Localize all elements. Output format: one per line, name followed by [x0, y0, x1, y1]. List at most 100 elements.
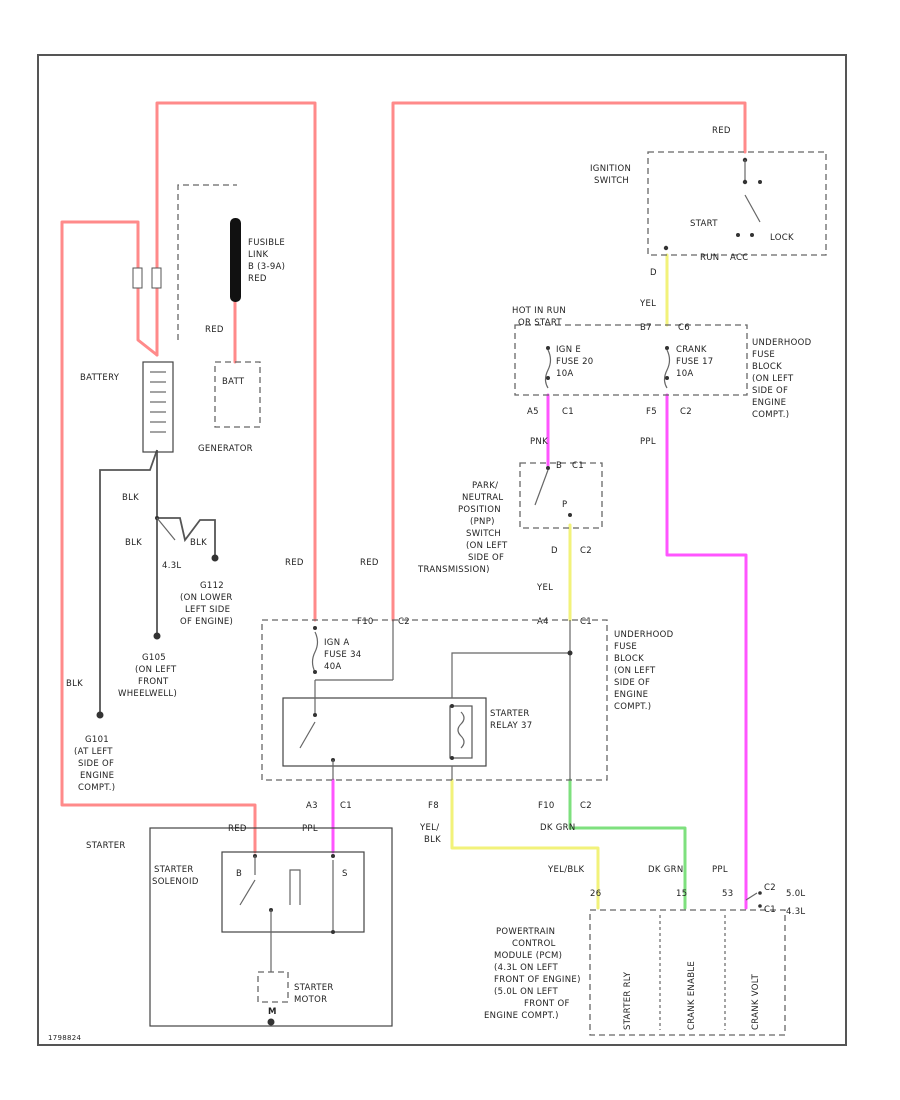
g101-label-5: COMPT.): [78, 783, 115, 793]
ignition-acc-label: ACC: [730, 253, 748, 263]
fuse-top-label-3: BLOCK: [752, 362, 782, 372]
starter-label: STARTER: [86, 841, 126, 851]
wire-label-pnk: PNK: [530, 437, 548, 447]
ignition-lock-label: LOCK: [770, 233, 794, 243]
pnp-label-5: SWITCH: [466, 529, 501, 539]
pcm-pin-2: 15: [676, 889, 687, 899]
fuse-top-conn-c2: C2: [680, 407, 692, 417]
starter-box: [149, 827, 393, 1027]
starter-solenoid-box: [221, 851, 365, 933]
battery-box: [142, 361, 174, 453]
starter-solenoid-symbol: [239, 854, 335, 935]
starter-relay-box: [282, 697, 487, 767]
g105-label-2: (ON LEFT: [135, 665, 177, 675]
pnp-label-4: (PNP): [470, 517, 495, 527]
pcm-label-1: POWERTRAIN: [496, 927, 555, 937]
fuse-bottom-pin-a3: A3: [306, 801, 318, 811]
ign-e-fuse-label-1: IGN E: [556, 345, 581, 355]
ignition-switch-symbol: [663, 157, 762, 251]
pnp-label-8: TRANSMISSION): [417, 565, 490, 575]
pcm-engine-5-0l: 5.0L: [786, 889, 805, 899]
crank-fuse-label-2: FUSE 17: [676, 357, 714, 367]
pcm-wire-label-3: PPL: [712, 865, 728, 875]
fuse-bottom-label-3: BLOCK: [614, 654, 644, 664]
battery-cable-clamps: [132, 267, 162, 289]
fuse-bottom-label-1: UNDERHOOD: [614, 630, 674, 640]
wire-label-red-right: RED: [360, 558, 379, 568]
diagram-reference-code: 1798824: [48, 1034, 82, 1042]
ground-g105-icon: [153, 632, 161, 640]
wire-black-battery-to-ground-g101: [99, 449, 158, 715]
pcm-label-2: CONTROL: [512, 939, 556, 949]
g101-label-1: G101: [85, 735, 109, 745]
generator-batt-label: BATT: [222, 377, 245, 387]
wire-purple-crank-fuse-to-pcm: [665, 393, 748, 910]
ground-engine-note: 4.3L: [162, 561, 181, 571]
pcm-label-7: FRONT OF: [524, 999, 570, 1009]
ignition-start-label: START: [690, 219, 718, 229]
starter-solenoid-label-2: SOLENOID: [152, 877, 199, 887]
fuse-bottom-label-2: FUSE: [614, 642, 637, 652]
relay-splice-dot: [567, 650, 573, 656]
ign-a-fuse-symbol: [311, 626, 319, 674]
starter-motor-symbol: M: [268, 1007, 277, 1017]
g105-label-1: G105: [142, 653, 166, 663]
ignition-switch-label-1: IGNITION: [590, 164, 631, 174]
ign-e-fuse-label-2: FUSE 20: [556, 357, 594, 367]
fuse-top-conn-c1: C1: [562, 407, 574, 417]
g112-label-3: LEFT SIDE: [185, 605, 230, 615]
battery-terminal-housing: [177, 184, 237, 340]
fuse-bottom-conn-c1: C1: [580, 617, 592, 627]
wire-green-relay-to-pcm: [568, 778, 687, 910]
wire-label-starter-ppl: PPL: [302, 824, 318, 834]
pnp-label-3: POSITION: [458, 505, 501, 515]
fuse-top-pin-b7: B7: [640, 323, 652, 333]
wire-label-fusible-red: RED: [205, 325, 224, 335]
fuse-bottom-label-4: (ON LEFT: [614, 666, 656, 676]
wire-label-yel-blk-2: BLK: [424, 835, 441, 845]
battery-cells: [150, 371, 166, 433]
pnp-park-label: P: [562, 500, 567, 510]
pnp-conn-top: C1: [572, 461, 584, 471]
pcm-col-crank-enable: CRANK ENABLE: [687, 961, 697, 1030]
hot-in-run-label-2: OR START: [518, 318, 562, 328]
pcm-label-3: MODULE (PCM): [494, 951, 562, 961]
g112-label-1: G112: [200, 581, 224, 591]
fusible-link-label-4: RED: [248, 274, 267, 284]
fuse-bottom-label-5: SIDE OF: [614, 678, 650, 688]
starter-relay-contact: [299, 680, 335, 780]
wire-label-blk-3: BLK: [190, 538, 207, 548]
ign-e-fuse-symbol: [544, 346, 552, 389]
wire-red-battery-to-fuse-block: [155, 101, 317, 622]
crank-fuse-symbol: [663, 346, 671, 389]
pnp-switch-box: [519, 462, 603, 529]
starter-relay-coil: [449, 704, 473, 760]
fuse-block-top-box: [514, 324, 748, 396]
wire-label-dk-grn: DK GRN: [540, 823, 575, 833]
wire-label-ign-yel: YEL: [639, 299, 656, 309]
ign-a-fuse-label-2: FUSE 34: [324, 650, 362, 660]
starter-term-b: B: [236, 869, 242, 879]
pnp-label-7: SIDE OF: [468, 553, 504, 563]
starter-motor-label-1: STARTER: [294, 983, 334, 993]
diagram-frame: [37, 54, 847, 1046]
ign-e-fuse-label-3: 10A: [556, 369, 574, 379]
pnp-switch-symbol: [534, 466, 572, 517]
battery-label: BATTERY: [80, 373, 120, 383]
ignition-run-label: RUN: [700, 253, 719, 263]
g105-label-3: FRONT: [138, 677, 169, 687]
starter-motor-ground-icon: [267, 1018, 275, 1026]
wire-yellow-black-relay-to-pcm: [450, 778, 600, 910]
wire-label-blk-1: BLK: [122, 493, 139, 503]
fuse-bottom-label-7: COMPT.): [614, 702, 651, 712]
pnp-label-1: PARK/: [472, 481, 498, 491]
pcm-label-4: (4.3L ON LEFT: [494, 963, 558, 973]
fuse-top-label-2: FUSE: [752, 350, 775, 360]
fuse-bottom-pin-f10-b: F10: [538, 801, 555, 811]
wire-label-yel-pnp: YEL: [536, 583, 553, 593]
fuse-top-label-6: ENGINE: [752, 398, 786, 408]
g101-label-4: ENGINE: [80, 771, 114, 781]
g101-label-2: (AT LEFT: [74, 747, 113, 757]
hot-in-run-label-1: HOT IN RUN: [512, 306, 566, 316]
